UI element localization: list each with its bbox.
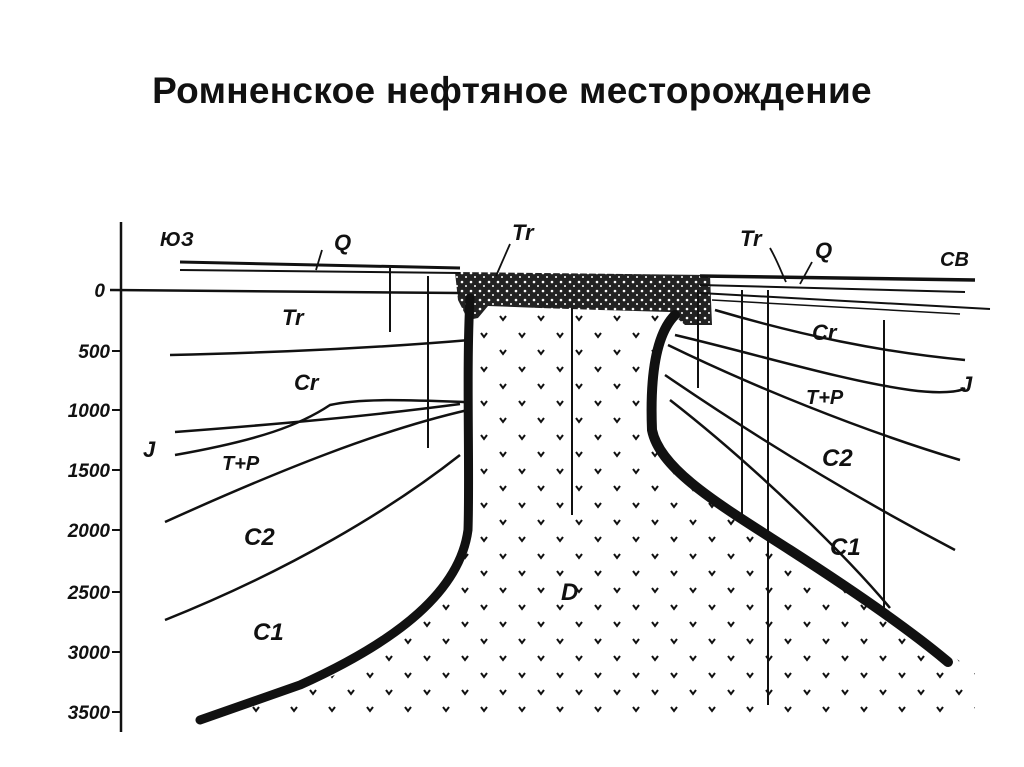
- direction-ne: СВ: [940, 249, 969, 271]
- salt-dome-body: [200, 298, 975, 722]
- depth-tick-0: 0: [94, 281, 105, 302]
- label-tr-top-right: Tr: [740, 226, 763, 251]
- depth-tick-1000: 1000: [68, 401, 111, 422]
- label-j-left: J: [143, 437, 156, 462]
- label-j-right: J: [960, 372, 973, 397]
- label-c1-right: C1: [830, 534, 861, 561]
- label-c1-left: C1: [253, 619, 284, 646]
- depth-tick-2500: 2500: [67, 583, 111, 604]
- depth-tick-3500: 3500: [68, 703, 111, 724]
- label-cr-left: Cr: [294, 370, 320, 395]
- label-c2-right: C2: [822, 445, 853, 472]
- label-tp-left: T+P: [222, 453, 260, 475]
- label-c2-left: C2: [244, 524, 275, 551]
- depth-tick-1500: 1500: [68, 461, 111, 482]
- label-d-core: D: [561, 579, 578, 606]
- label-tp-right: T+P: [806, 387, 844, 409]
- depth-tick-2000: 2000: [67, 521, 111, 542]
- direction-sw: ЮЗ: [160, 229, 194, 251]
- label-tr-left: Tr: [282, 305, 305, 330]
- label-cr-right: Cr: [812, 320, 838, 345]
- depth-tick-500: 500: [78, 342, 110, 363]
- depth-tick-3000: 3000: [68, 643, 111, 664]
- depth-axis: 0 500 1000 1500 2000 2500 3000 3500: [67, 222, 121, 732]
- label-tr-top-center: Tr: [512, 220, 535, 245]
- label-q-left: Q: [334, 230, 351, 255]
- label-q-right: Q: [815, 238, 832, 263]
